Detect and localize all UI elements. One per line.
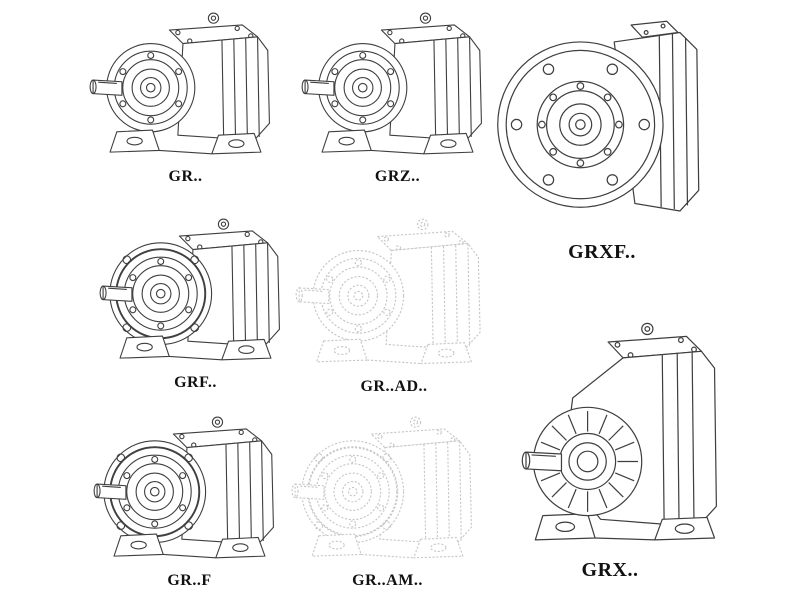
drawing-cell-gr-am: GR..AM..: [290, 412, 485, 590]
drawing-cell-gr-ad: GR..AD..: [294, 214, 494, 396]
model-label-gr-f: GR..F: [167, 571, 212, 589]
drawing-cell-grz: GRZ..: [300, 8, 495, 186]
model-label-grz: GRZ..: [374, 167, 421, 185]
gr-ad-gearbox-illustration: [294, 214, 494, 375]
drawing-cell-grx: GRX..: [498, 314, 722, 582]
model-label-grf: GRF..: [174, 373, 217, 391]
gr-f-gearbox-illustration: [92, 412, 287, 569]
model-label-gr-ad: GR..AD..: [360, 377, 428, 395]
model-label-gr-am: GR..AM..: [352, 571, 423, 589]
gr-am-gearbox-illustration: [290, 412, 485, 569]
drawing-cell-gr: GR..: [88, 8, 283, 186]
grz-gearbox-illustration: [300, 8, 495, 165]
drawing-cell-grf: GRF..: [98, 214, 293, 392]
drawing-cell-gr-f: GR..F: [92, 412, 287, 590]
gr-gearbox-illustration: [88, 8, 283, 165]
grf-gearbox-illustration: [98, 214, 293, 371]
grx-gearbox-illustration: [498, 314, 722, 549]
model-label-grxf: GRXF..: [568, 240, 636, 263]
drawing-cell-grxf: GRXF..: [494, 10, 710, 264]
model-label-gr: GR..: [168, 167, 203, 185]
grxf-gearbox-illustration: [494, 10, 710, 231]
model-label-grx: GRX..: [581, 559, 639, 582]
